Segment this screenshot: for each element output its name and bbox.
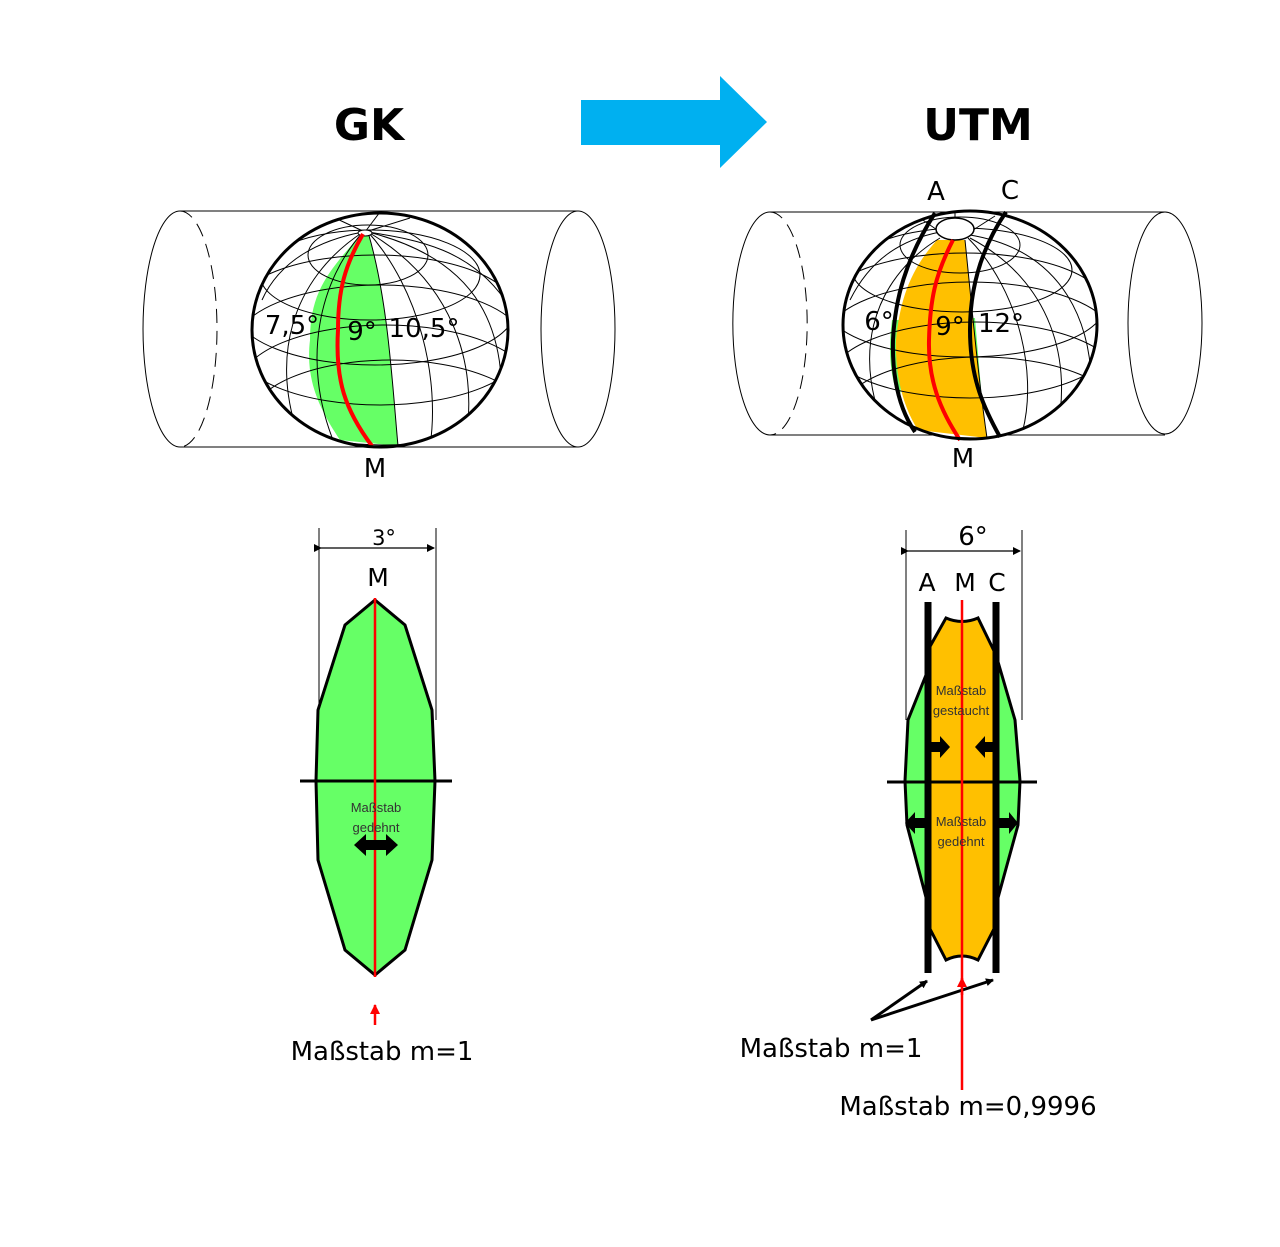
utm-upper-text-1: Maßstab — [936, 683, 987, 698]
gk-label-east: 10,5° — [389, 314, 460, 344]
utm-zone-strip — [895, 240, 987, 438]
utm-lower-text-2: gedehnt — [938, 834, 985, 849]
pointer-arrow-a — [870, 979, 928, 1022]
utm-strip-label-a: A — [918, 568, 935, 597]
utm-strip — [870, 530, 1037, 1090]
title-utm: UTM — [923, 100, 1033, 151]
gk-label-meridian: M — [364, 454, 386, 484]
gk-cylinder — [142, 210, 616, 448]
utm-strip-label-m: M — [954, 568, 976, 597]
stretch-arrow-icon — [999, 812, 1018, 834]
pointer-arrow-c — [870, 978, 994, 1022]
gk-scale-text-2: gedehnt — [353, 820, 400, 835]
utm-central-meridian — [926, 239, 962, 442]
gk-label-west: 7,5° — [265, 311, 319, 341]
utm-scale-label-secant: Maßstab m=1 — [740, 1034, 923, 1064]
compress-arrow-icon — [975, 736, 993, 758]
title-gk: GK — [334, 100, 406, 151]
utm-upper-text-2: gestaucht — [933, 703, 990, 718]
utm-label-west: 6° — [864, 307, 894, 337]
compress-arrow-icon — [931, 736, 950, 758]
utm-label-east: 12° — [978, 309, 1024, 339]
stretch-arrow-icon — [905, 812, 925, 834]
gk-central-meridian — [335, 232, 374, 448]
utm-scale-label-central: Maßstab m=0,9996 — [839, 1092, 1096, 1122]
gk-scale-text-1: Maßstab — [351, 800, 402, 815]
gk-globe — [250, 211, 510, 449]
utm-globe — [841, 209, 1099, 442]
gk-label-center: 9° — [347, 317, 377, 347]
stretch-arrow-icon — [354, 834, 398, 856]
utm-lower-text-1: Maßstab — [936, 814, 987, 829]
utm-label-a: A — [927, 177, 945, 207]
gk-strip — [300, 528, 452, 1025]
utm-strip-label-c: C — [988, 568, 1005, 597]
utm-secant-line-c — [967, 210, 1008, 438]
utm-label-meridian: M — [952, 444, 974, 474]
utm-label-c: C — [1001, 176, 1019, 206]
gk-strip-meridian-label: M — [367, 563, 389, 592]
utm-strip-width: 6° — [958, 522, 988, 552]
utm-label-center: 9° — [935, 312, 965, 342]
transition-arrow-icon — [581, 76, 767, 168]
gk-scale-label: Maßstab m=1 — [291, 1037, 474, 1067]
gk-strip-width: 3° — [372, 526, 396, 550]
utm-secant-line-a — [890, 211, 937, 434]
